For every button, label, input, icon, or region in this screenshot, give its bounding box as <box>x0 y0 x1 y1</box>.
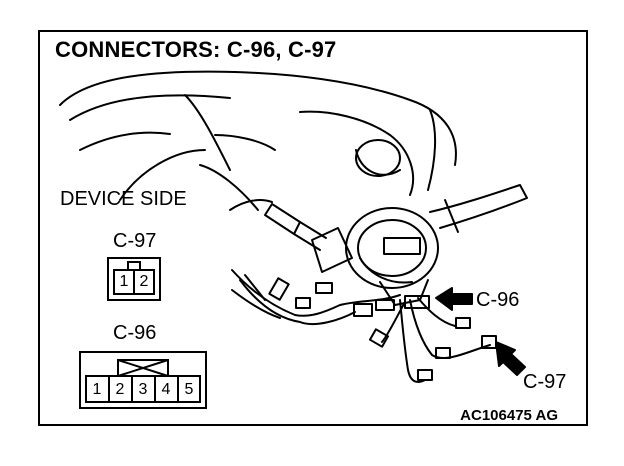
c96-pin-4: 4 <box>161 381 171 398</box>
c96-callout-label: C-96 <box>476 289 520 311</box>
c96-pin-3: 3 <box>138 381 148 398</box>
diagram-frame <box>38 30 588 426</box>
c97-connector-label: C-97 <box>113 230 157 252</box>
c97-callout-label: C-97 <box>523 371 567 393</box>
c97-pin-2: 2 <box>139 273 149 290</box>
figure-code: AC106475 AG <box>460 407 558 424</box>
c96-connector-label: C-96 <box>113 322 157 344</box>
c96-pin-5: 5 <box>184 381 194 398</box>
diagram-title: CONNECTORS: C-96, C-97 <box>55 37 337 62</box>
c97-pin-1: 1 <box>119 273 129 290</box>
device-side-label: DEVICE SIDE <box>60 188 187 210</box>
c96-pin-2: 2 <box>115 381 125 398</box>
c96-pin-1: 1 <box>92 381 102 398</box>
